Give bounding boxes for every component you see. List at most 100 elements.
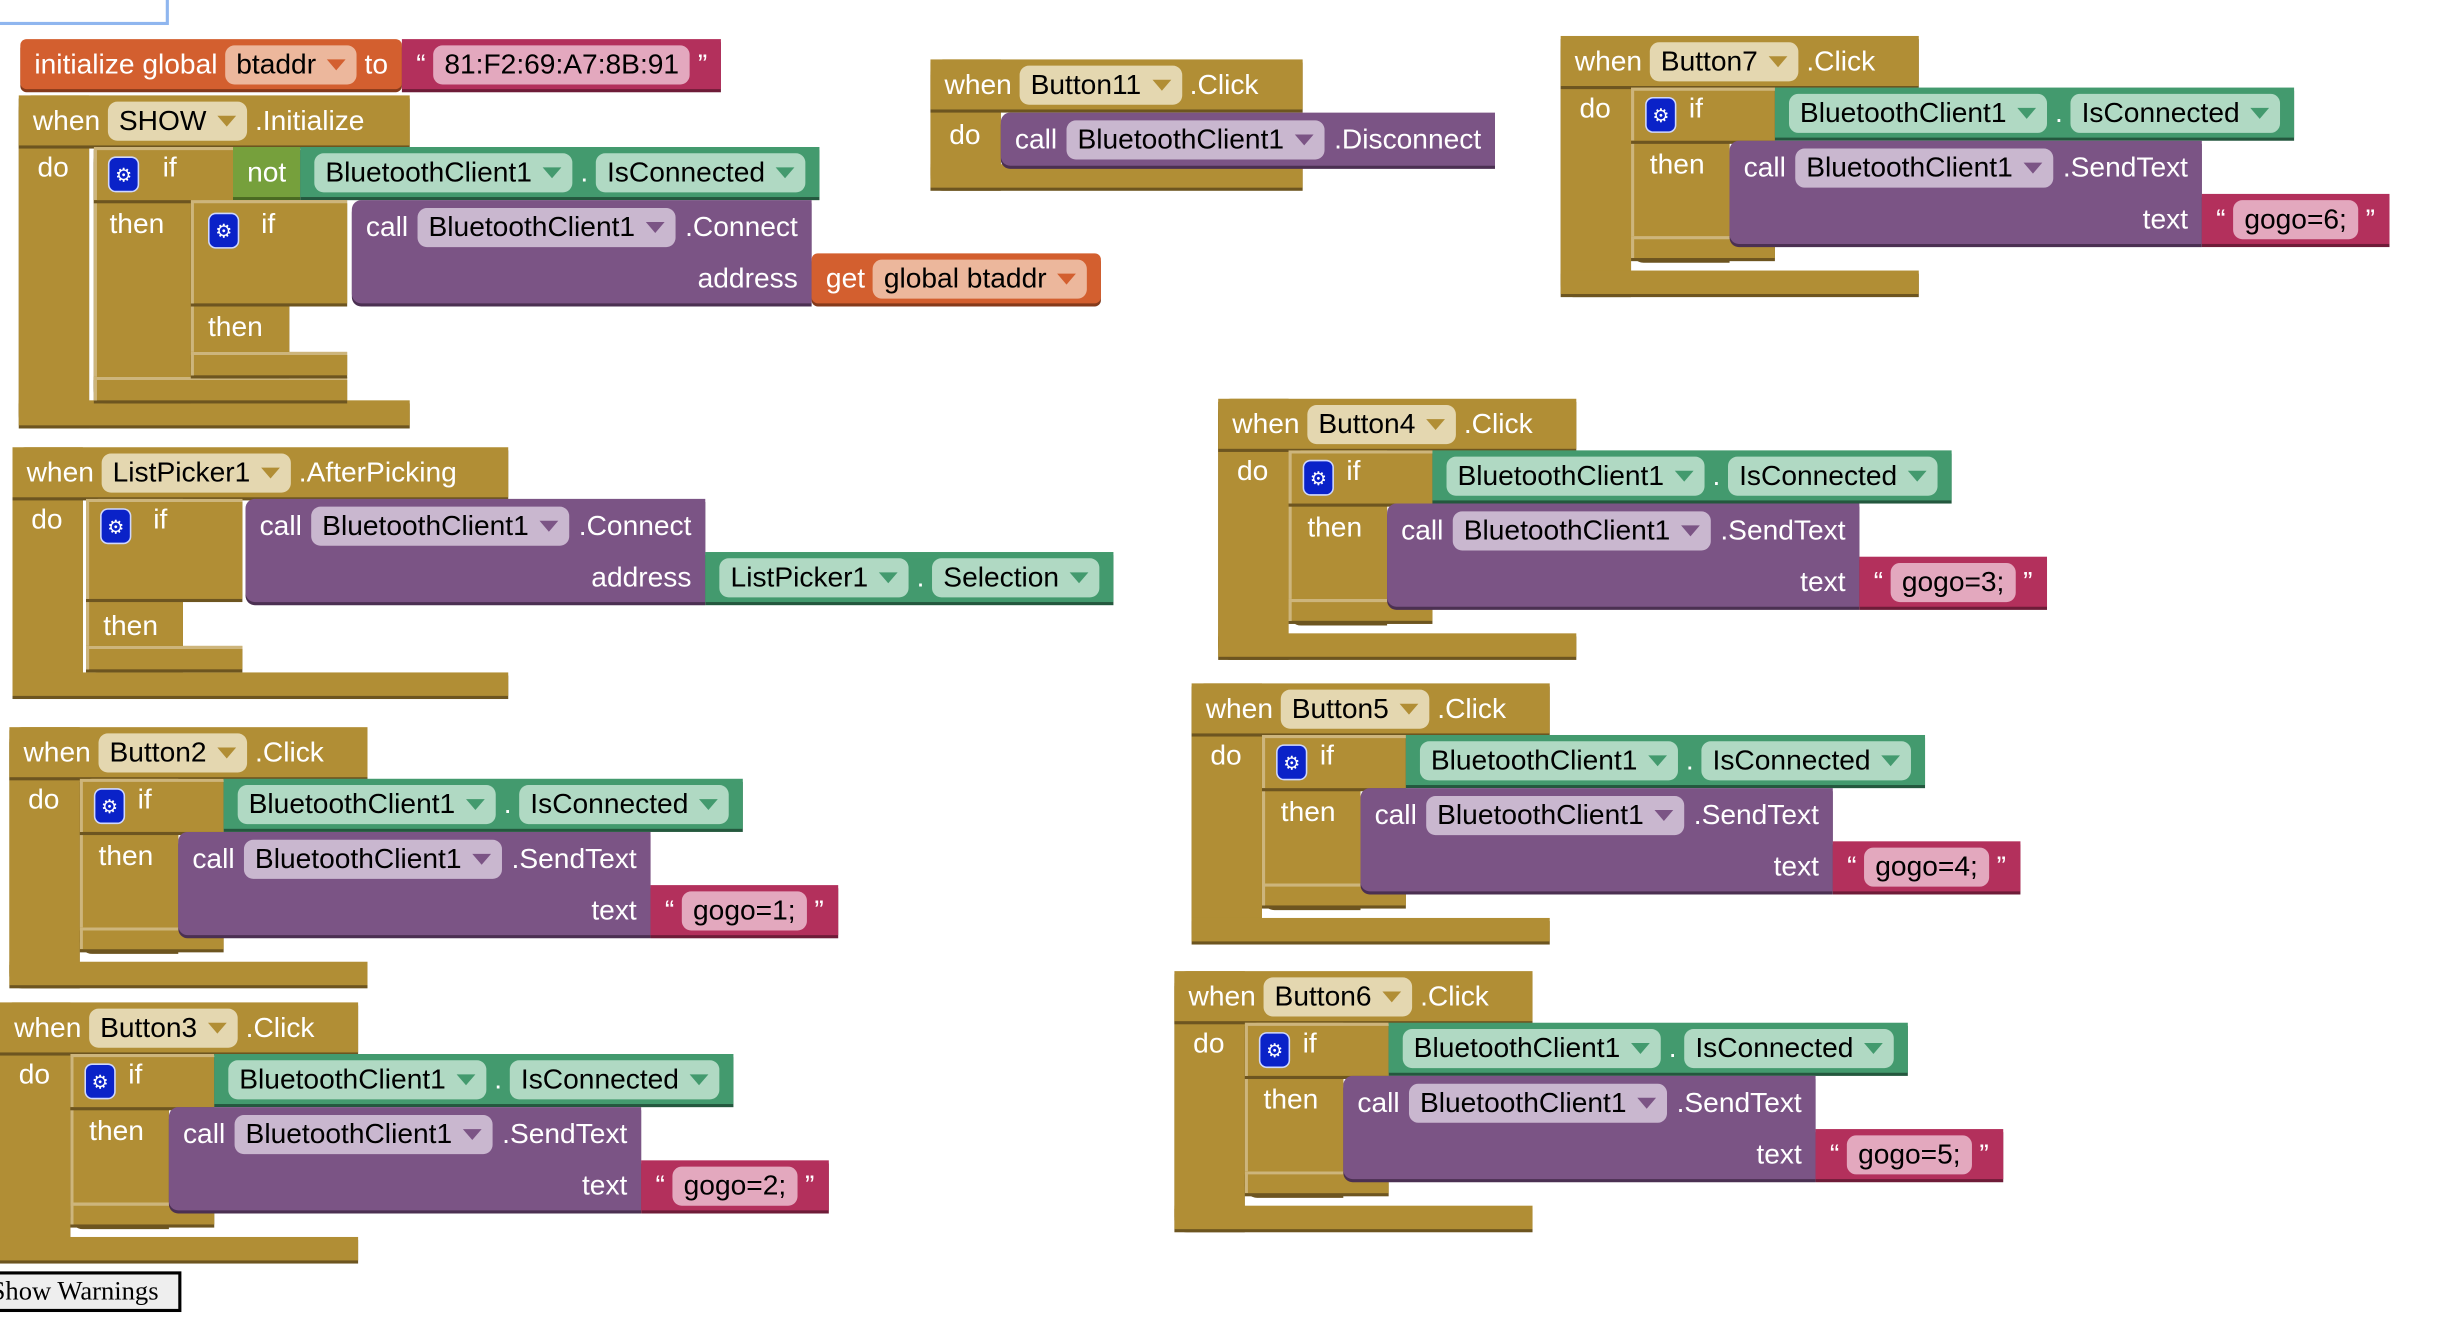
text-string-block[interactable]: “gogo=5;”	[1815, 1129, 2003, 1180]
is-connected-block[interactable]: BluetoothClient1.IsConnected	[1405, 734, 1926, 786]
inner-if-bottom	[190, 351, 348, 376]
string-value[interactable]: gogo=5;	[1847, 1134, 1972, 1174]
component-dropdown[interactable]: BluetoothClient1	[228, 1059, 487, 1099]
string-value[interactable]: gogo=3;	[1890, 562, 2016, 602]
text-string-block[interactable]: “gogo=1;”	[650, 885, 838, 936]
component-dropdown[interactable]: BluetoothClient1	[311, 505, 570, 545]
open-quote: “	[655, 1168, 665, 1201]
component-dropdown[interactable]: BluetoothClient1	[1788, 93, 2048, 133]
property-dropdown[interactable]: IsConnected	[1728, 455, 1938, 495]
property-dropdown-value: IsConnected	[1695, 1031, 1854, 1063]
text-string-block[interactable]: “gogo=6;”	[2202, 193, 2390, 244]
is-connected-block[interactable]: BluetoothClient1.IsConnected	[1774, 87, 2295, 138]
dot: .	[2054, 96, 2063, 128]
mutator-gear-icon[interactable]	[209, 214, 238, 248]
component-dropdown[interactable]: BluetoothClient1	[1426, 795, 1685, 835]
is-connected-block[interactable]: BluetoothClient1.IsConnected	[223, 778, 744, 829]
string-value[interactable]: gogo=2;	[672, 1165, 798, 1205]
component-dropdown[interactable]: BluetoothClient1	[237, 784, 496, 824]
when-label: when	[23, 735, 91, 768]
mutator-gear-icon[interactable]	[1260, 1033, 1289, 1067]
not-block[interactable]: not	[233, 146, 301, 198]
variable-dropdown[interactable]: global btaddr	[872, 258, 1088, 298]
property-dropdown[interactable]: IsConnected	[596, 152, 806, 192]
mutator-gear-icon[interactable]	[86, 1064, 115, 1098]
component-dropdown[interactable]: BluetoothClient1	[417, 207, 676, 247]
get-label: get	[825, 261, 866, 294]
mutator-gear-icon[interactable]	[109, 157, 138, 191]
when-label: when	[26, 455, 94, 488]
component-dropdown[interactable]: BluetoothClient1	[1795, 147, 2054, 187]
if-label: if	[137, 783, 152, 815]
component-dropdown[interactable]: BluetoothClient1	[234, 1114, 493, 1154]
component-dropdown[interactable]: ListPicker1	[101, 452, 291, 492]
component-dropdown[interactable]: Button11	[1019, 64, 1182, 104]
component-dropdown[interactable]: Button3	[89, 1007, 238, 1047]
component-dropdown[interactable]: BluetoothClient1	[1452, 510, 1711, 550]
component-dropdown[interactable]: Button6	[1263, 976, 1413, 1016]
component-dropdown[interactable]: BluetoothClient1	[243, 838, 503, 879]
mutator-gear-icon[interactable]	[1304, 461, 1333, 495]
selection-block[interactable]: ListPicker1.Selection	[705, 552, 1114, 603]
event-bottom	[1218, 633, 1577, 657]
dropdown-arrow-icon	[1681, 524, 1701, 536]
mutator-gear-icon[interactable]	[1646, 98, 1675, 132]
mutator-gear-icon[interactable]	[95, 789, 124, 823]
component-dropdown[interactable]: BluetoothClient1	[1419, 740, 1679, 780]
property-dropdown[interactable]: IsConnected	[1701, 740, 1912, 780]
text-string-block[interactable]: “gogo=2;”	[641, 1160, 829, 1211]
component-dropdown[interactable]: ListPicker1	[719, 557, 909, 597]
property-dropdown[interactable]: IsConnected	[519, 784, 730, 824]
component-dropdown[interactable]: Button7	[1649, 41, 1799, 81]
text-string-block[interactable]: “gogo=4;”	[1833, 841, 2021, 892]
string-value[interactable]: gogo=4;	[1864, 846, 1989, 886]
component-dropdown[interactable]: Button5	[1280, 688, 1430, 728]
arg-label: text	[1800, 565, 1846, 597]
text-string-block[interactable]: “81:F2:69:A7:8B:91”	[402, 39, 722, 90]
is-connected-block[interactable]: BluetoothClient1.IsConnected	[300, 146, 820, 198]
component-dropdown[interactable]: Button4	[1307, 404, 1457, 444]
component-dropdown[interactable]: BluetoothClient1	[1402, 1028, 1661, 1068]
dropdown-arrow-icon	[2017, 107, 2037, 119]
show-warnings-button[interactable]: Show Warnings	[0, 1271, 182, 1313]
event-name: .AfterPicking	[298, 455, 457, 488]
is-connected-block[interactable]: BluetoothClient1.IsConnected	[1388, 1022, 1909, 1073]
property-dropdown[interactable]: IsConnected	[1684, 1028, 1895, 1068]
property-dropdown[interactable]: Selection	[932, 557, 1100, 597]
component-dropdown[interactable]: BluetoothClient1	[314, 152, 573, 192]
component-dropdown[interactable]: Button2	[98, 732, 248, 772]
variable-name-field[interactable]: btaddr	[225, 44, 357, 84]
dropdown-arrow-icon	[1399, 702, 1419, 714]
mutator-gear-icon[interactable]	[101, 509, 130, 543]
string-value[interactable]: gogo=6;	[2233, 199, 2358, 239]
component-dropdown[interactable]: SHOW	[107, 100, 248, 140]
string-value[interactable]: 81:F2:69:A7:8B:91	[433, 44, 691, 84]
is-connected-block[interactable]: BluetoothClient1.IsConnected	[1432, 450, 1952, 501]
component-dropdown[interactable]: BluetoothClient1	[1409, 1082, 1668, 1123]
property-dropdown[interactable]: IsConnected	[2070, 93, 2281, 133]
component-dropdown[interactable]: BluetoothClient1	[1446, 455, 1705, 495]
mutator-gear-icon[interactable]	[1277, 745, 1306, 779]
initialize-global-label: initialize global	[34, 47, 218, 79]
text-string-block[interactable]: “gogo=3;”	[1859, 556, 2047, 607]
is-connected-block[interactable]: BluetoothClient1.IsConnected	[214, 1054, 734, 1105]
string-value[interactable]: gogo=1;	[682, 890, 807, 930]
property-dropdown[interactable]: IsConnected	[509, 1059, 720, 1099]
event-bottom	[18, 400, 410, 426]
component-dropdown[interactable]: BluetoothClient1	[1066, 119, 1325, 159]
